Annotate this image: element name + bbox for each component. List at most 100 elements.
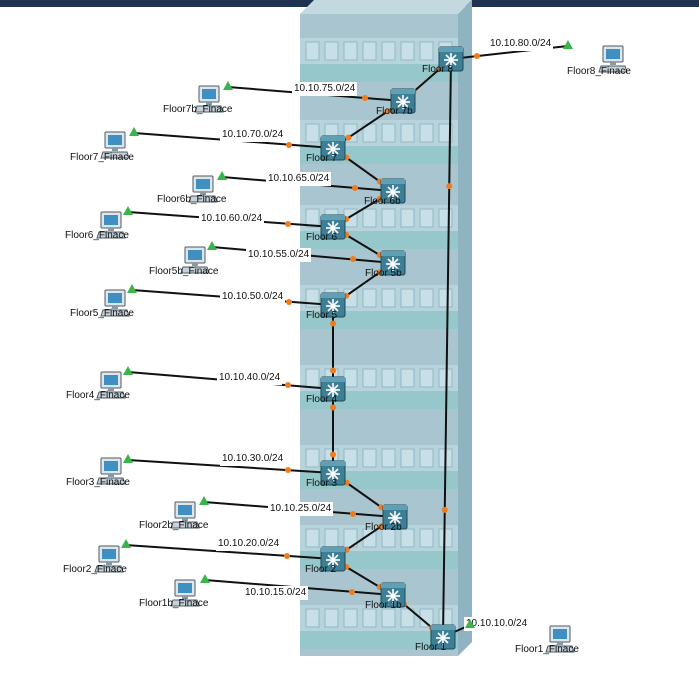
building-window-panel (438, 123, 453, 143)
link-pc3-f3 (127, 459, 334, 474)
multilayer-switch-icon[interactable] (380, 178, 406, 204)
building-side-face (458, 0, 472, 656)
multilayer-switch-icon[interactable] (438, 46, 464, 72)
pc-icon[interactable] (100, 288, 130, 318)
pc-label-pc6b: Floor6b_Finace (157, 194, 227, 205)
port-status-dot-f8-f1-a (446, 183, 453, 190)
building-window-panel (381, 608, 396, 628)
pc-icon[interactable] (598, 44, 628, 74)
multilayer-switch-icon[interactable] (320, 214, 346, 240)
pc-label-pc2: Floor2_Finace (63, 564, 127, 575)
pc-icon[interactable] (94, 544, 124, 574)
building-window-panel (324, 608, 339, 628)
pc-label-pc6: Floor6_Finace (65, 230, 129, 241)
port-status-dot-f7b-f7-a (384, 108, 391, 115)
port-status-dot-pc7b-switch (361, 94, 368, 101)
port-status-dot-pc5-switch (285, 298, 292, 305)
pc-icon[interactable] (96, 210, 126, 240)
pc-icon[interactable] (100, 130, 130, 160)
port-up-indicator-pc6b (217, 171, 227, 180)
building-window-panel (343, 41, 358, 61)
pc-label-pc7b: Floor7b_Finace (163, 104, 233, 115)
building-window-panel (400, 608, 415, 628)
switch-label-f7b: Floor 7b (376, 106, 413, 117)
port-up-indicator-pc1 (465, 619, 475, 628)
multilayer-switch-icon[interactable] (320, 460, 346, 486)
pc-icon[interactable] (194, 84, 224, 114)
pc-icon[interactable] (96, 456, 126, 486)
port-status-dot-pc6b-switch (352, 184, 359, 191)
building-window-panel (400, 123, 415, 143)
building-window-panel (400, 448, 415, 468)
port-status-dot-pc1b-switch (348, 588, 355, 595)
building-window-panel (419, 208, 434, 228)
pc-icon[interactable] (188, 174, 218, 204)
pc-icon[interactable] (170, 500, 200, 530)
building-window-panel (400, 208, 415, 228)
building-floor-slab (300, 64, 458, 82)
building-window-panel (362, 288, 377, 308)
port-status-dot-f8-f1-b (441, 506, 448, 513)
switch-label-f1: Floor 1 (415, 642, 447, 653)
network-label-pc6b: 10.10.65.0/24 (266, 172, 332, 186)
port-up-indicator-pc5 (127, 284, 137, 293)
building-window-panel (419, 123, 434, 143)
port-status-dot-pc3-switch (284, 467, 291, 474)
port-status-dot-pc4-switch (284, 382, 291, 389)
network-label-pc2: 10.10.20.0/24 (216, 537, 282, 551)
multilayer-switch-icon[interactable] (320, 292, 346, 318)
pc-label-pc3: Floor3_Finace (66, 477, 130, 488)
network-label-pc5b: 10.10.55.0/24 (246, 248, 312, 262)
network-label-pc7: 10.10.70.0/24 (220, 128, 286, 142)
building-window-panel (419, 528, 434, 548)
pc-icon[interactable] (96, 370, 126, 400)
building-window-panel (324, 41, 339, 61)
multilayer-switch-icon[interactable] (382, 504, 408, 530)
building-window-panel (305, 208, 320, 228)
building-window-panel (305, 41, 320, 61)
building-window-panel (305, 608, 320, 628)
building-window-panel (362, 368, 377, 388)
port-status-dot-pc7-switch (286, 141, 293, 148)
building-window-panel (400, 528, 415, 548)
pc-label-pc7: Floor7_Finace (70, 152, 134, 163)
port-status-dot-f4-f3-b (330, 451, 336, 458)
port-up-indicator-pc5b (207, 241, 217, 250)
link-f8-f1 (442, 58, 452, 638)
pc-icon[interactable] (545, 624, 575, 654)
multilayer-switch-icon[interactable] (320, 376, 346, 402)
network-label-pc1: 10.10.10.0/24 (464, 617, 530, 631)
building-window-panel (343, 448, 358, 468)
port-status-dot-pc6-switch (284, 220, 291, 227)
multilayer-switch-icon[interactable] (380, 582, 406, 608)
building-window-panel (362, 448, 377, 468)
port-up-indicator-pc2b (199, 496, 209, 505)
pc-icon[interactable] (170, 578, 200, 608)
port-status-dot-pc2b-switch (349, 510, 356, 517)
pc-icon[interactable] (180, 245, 210, 275)
port-status-dot-pc2-switch (284, 552, 291, 559)
building-window-panel (343, 608, 358, 628)
switch-label-f8: Floor 8 (422, 64, 454, 75)
port-up-indicator-pc3 (123, 454, 133, 463)
building-window-panel (305, 448, 320, 468)
pc-label-pc5b: Floor5b_Finace (149, 266, 219, 277)
switch-label-f5: Floor 5 (306, 310, 338, 321)
multilayer-switch-icon[interactable] (320, 135, 346, 161)
network-label-pc6: 10.10.60.0/24 (199, 212, 265, 226)
multilayer-switch-icon[interactable] (390, 88, 416, 114)
network-label-pc5: 10.10.50.0/24 (220, 290, 286, 304)
building-window-panel (362, 41, 377, 61)
building-window-panel (381, 208, 396, 228)
port-up-indicator-pc4 (123, 366, 133, 375)
multilayer-switch-icon[interactable] (430, 624, 456, 650)
port-status-dot-pc8-switch (473, 53, 480, 60)
switch-label-f3: Floor 3 (306, 478, 338, 489)
port-up-indicator-pc6 (123, 206, 133, 215)
building-window-panel (381, 41, 396, 61)
network-label-pc8: 10.10.80.0/24 (488, 37, 554, 51)
multilayer-switch-icon[interactable] (380, 250, 406, 276)
building-window-panel (381, 448, 396, 468)
port-up-indicator-pc2 (121, 539, 131, 548)
multilayer-switch-icon[interactable] (320, 546, 346, 572)
